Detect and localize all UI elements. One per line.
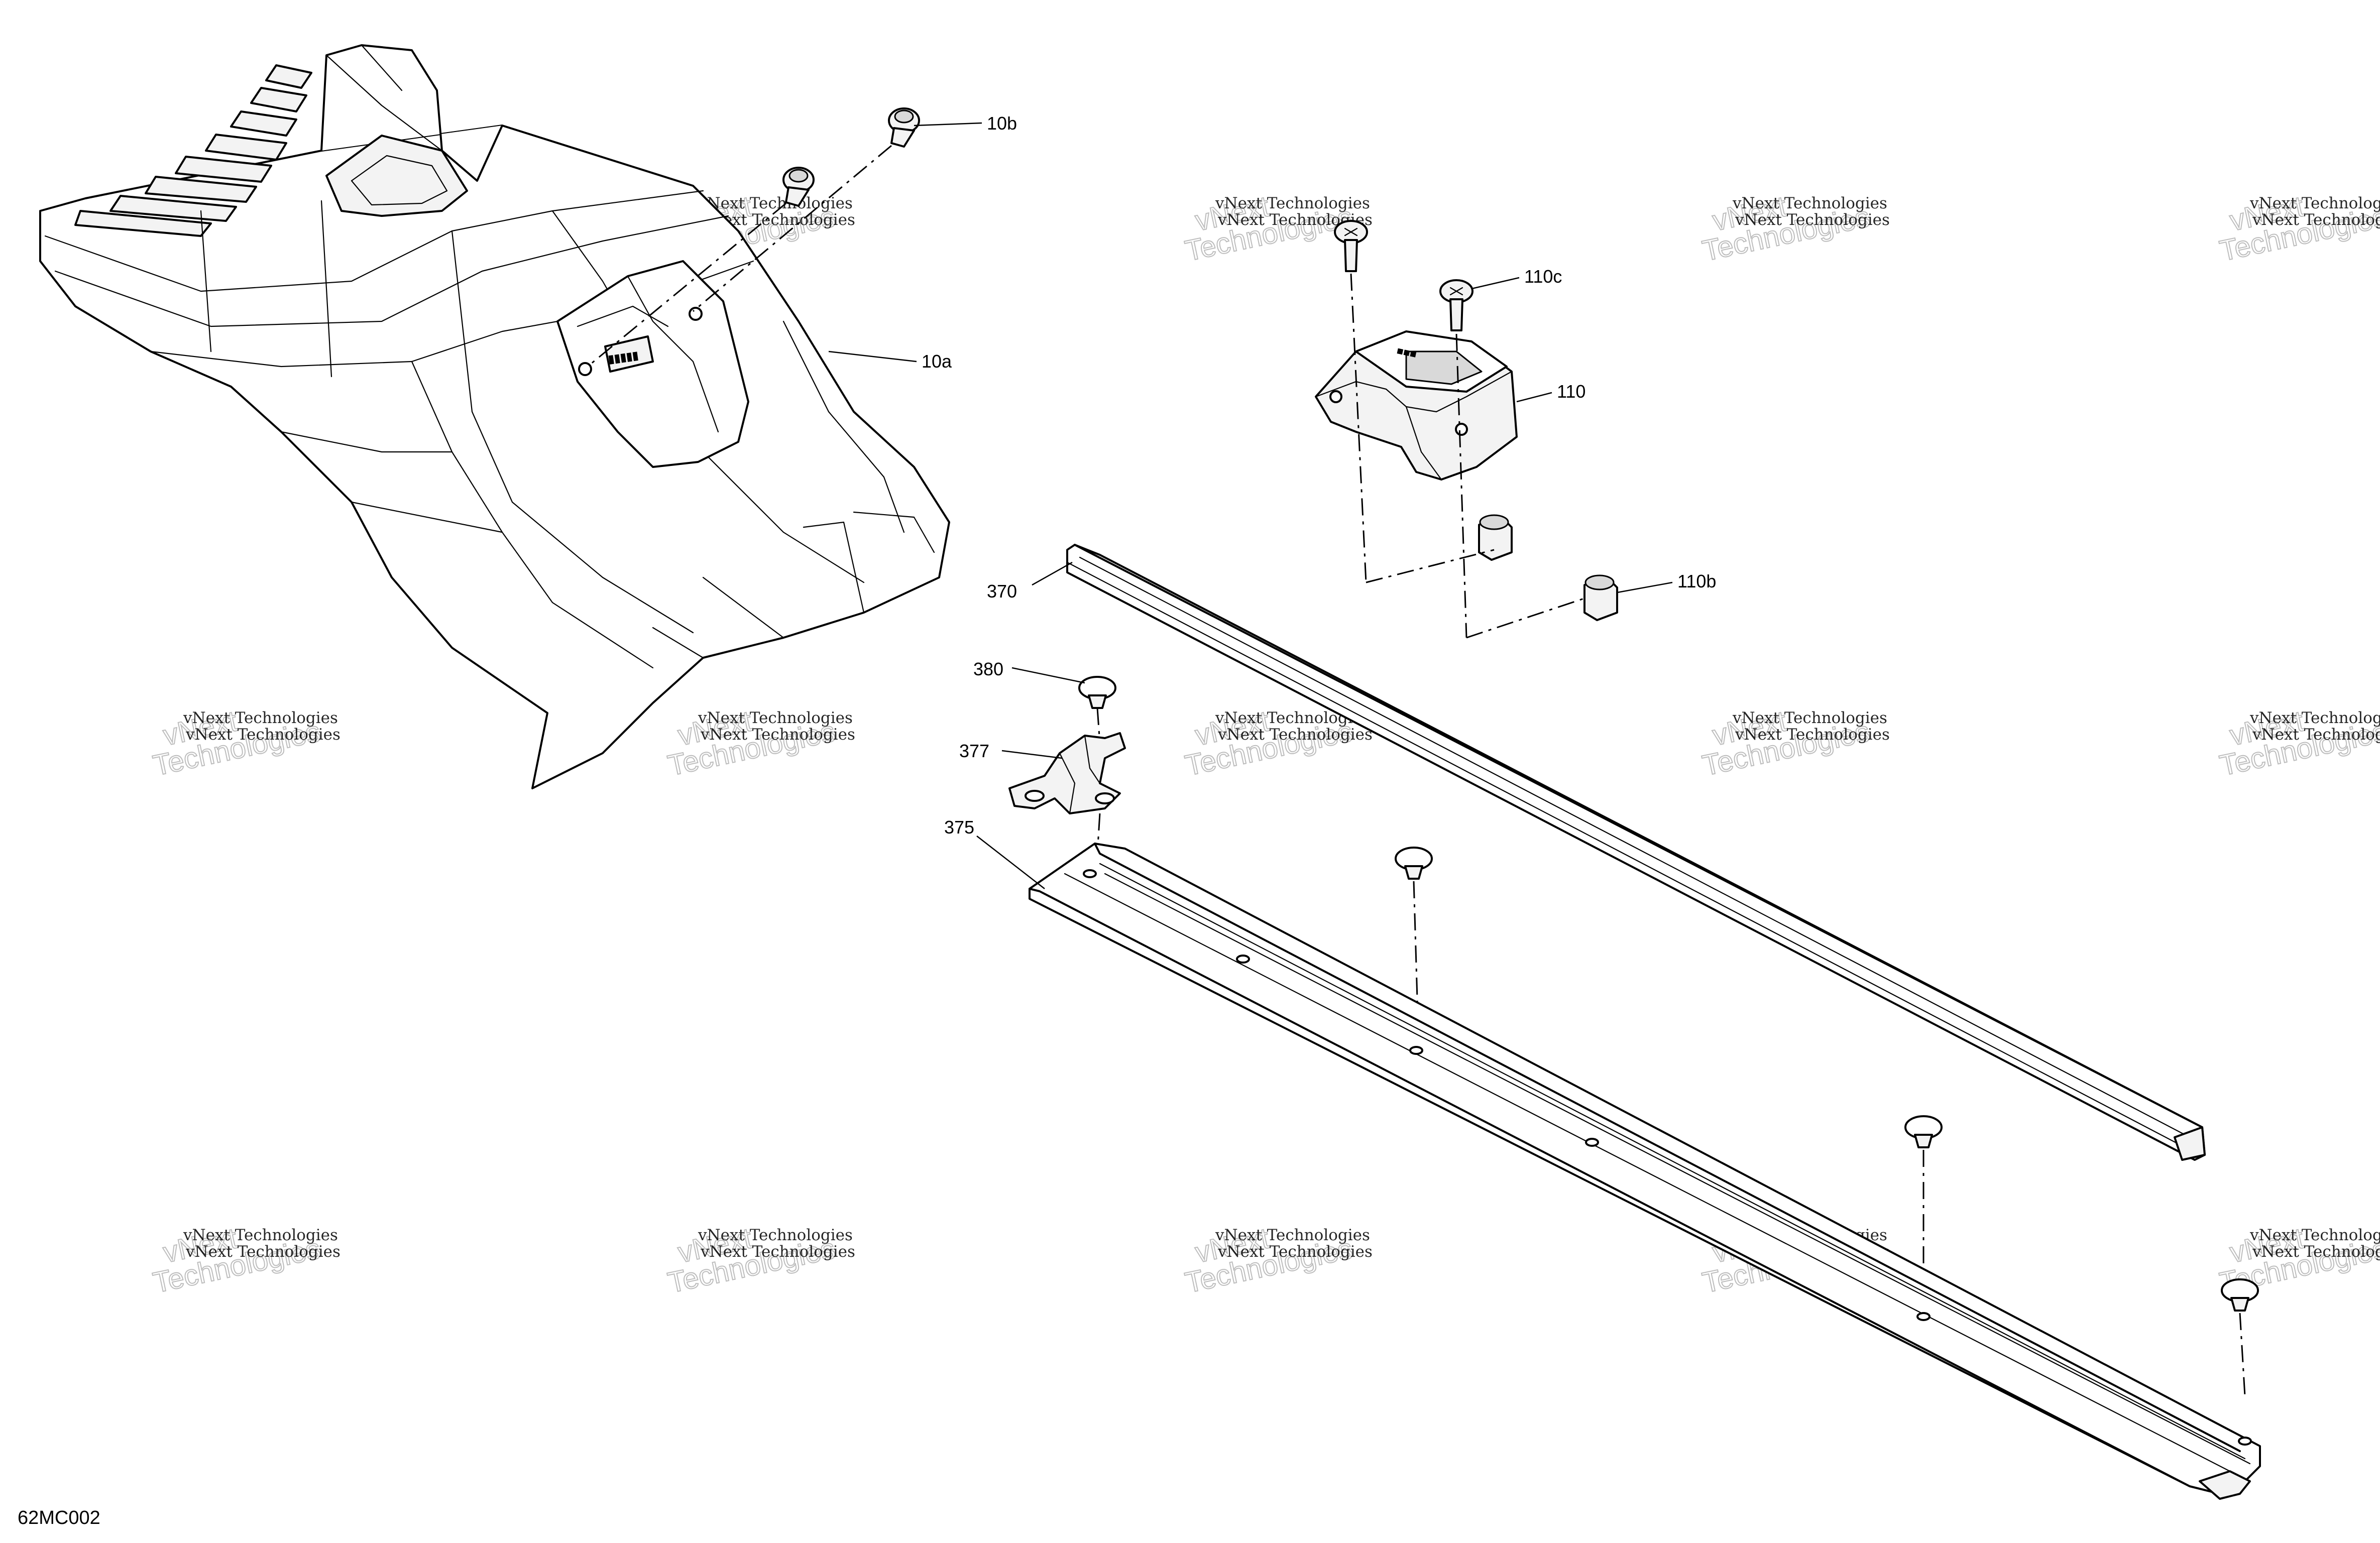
rail-hole xyxy=(1409,1046,1423,1055)
assembly-line xyxy=(587,202,786,368)
diagram-code: 62MC002 xyxy=(18,1507,100,1528)
rail-hole xyxy=(1585,1138,1599,1147)
mount-hole xyxy=(689,307,703,321)
callout-375: 375 xyxy=(944,817,974,838)
watermark-caption: vNext Technologies xyxy=(1735,726,1890,744)
rivet-icon xyxy=(1904,1115,1943,1148)
part-10b-screws xyxy=(587,107,920,368)
rivet-icon xyxy=(1395,847,1433,880)
watermark: vNext Technologies vNext Technologies vN… xyxy=(2216,189,2380,268)
watermark-caption: vNext Technologies xyxy=(2252,211,2380,229)
callout-10b: 10b xyxy=(987,113,1017,134)
part-380-rivets xyxy=(1078,676,2259,1396)
watermark: vNext Technologies vNext Technologies vN… xyxy=(1182,1221,1373,1299)
watermark-caption: vNext Technologies xyxy=(700,1243,855,1261)
watermark: vNext Technologies vNext Technologies vN… xyxy=(664,704,855,782)
watermark: vNext Technologies vNext Technologies vN… xyxy=(150,704,341,782)
watermark: vNext Technologies vNext Technologies vN… xyxy=(664,1221,855,1299)
part-375-rail xyxy=(1029,843,2261,1500)
callout-110: 110 xyxy=(1557,381,1585,402)
rivet-icon xyxy=(1078,676,1116,709)
watermark: vNext Technologies vNext Technologies vN… xyxy=(1699,704,1890,782)
watermark-caption: vNext Technologies xyxy=(2249,194,2380,212)
watermark-caption: vNext Technologies xyxy=(2249,1226,2380,1244)
watermark-caption: vNext Technologies xyxy=(2249,709,2380,727)
rail-hole xyxy=(1916,1312,1931,1321)
rail-hole xyxy=(2238,1437,2252,1446)
vent-ribs xyxy=(74,64,312,237)
watermark: vNext Technologies vNext Technologies vN… xyxy=(150,1221,341,1299)
watermark-caption: vNext Technologies xyxy=(183,709,338,727)
mount-hole xyxy=(1455,423,1468,436)
watermark-caption: vNext Technologies xyxy=(1732,709,1887,727)
callout-377: 377 xyxy=(959,741,989,761)
callout-370: 370 xyxy=(987,581,1017,602)
watermark-caption: vNext Technologies xyxy=(1217,726,1373,744)
part-110-grab-handle: ■■■ xyxy=(1315,220,1618,639)
watermark-caption: vNext Technologies xyxy=(2252,1243,2380,1261)
callout-110b: 110b xyxy=(1677,571,1716,591)
watermark-caption: vNext Technologies xyxy=(183,1226,338,1244)
part-10a-windshield-panel: ▮▮▮▮▮ xyxy=(39,44,950,789)
watermark-caption: vNext Technologies xyxy=(698,709,853,727)
watermark: vNext Technologies vNext Technologies vN… xyxy=(2216,704,2380,782)
watermark-caption: vNext Technologies xyxy=(1217,1243,1373,1261)
assembly-line xyxy=(693,145,892,312)
watermark-caption: vNext Technologies xyxy=(2252,726,2380,744)
part-377-clamp xyxy=(1008,732,1126,854)
watermark-caption: vNext Technologies xyxy=(1735,211,1890,229)
watermark-caption: vNext Technologies xyxy=(698,194,853,212)
watermark-caption: vNext Technologies xyxy=(185,1243,341,1261)
watermark-caption: vNext Technologies xyxy=(1732,194,1887,212)
rail-hole xyxy=(1236,955,1250,964)
watermark-caption: vNext Technologies xyxy=(698,1226,853,1244)
callouts: 10b 10a 110c 110 110b 370 380 377 375 xyxy=(828,113,1716,889)
callout-110c: 110c xyxy=(1524,266,1562,287)
watermark: vNext Technologies vNext Technologies vN… xyxy=(1699,189,1890,268)
rivet-icon xyxy=(2221,1278,2259,1312)
mount-hole xyxy=(578,362,592,376)
watermark-caption: vNext Technologies xyxy=(700,726,855,744)
mount-hole xyxy=(1329,390,1342,403)
part-370-seal-strip xyxy=(1066,544,2206,1161)
callout-10a: 10a xyxy=(922,351,952,372)
watermark-caption: vNext Technologies xyxy=(1215,1226,1370,1244)
rail-hole xyxy=(1083,869,1097,878)
watermark-caption: vNext Technologies xyxy=(1215,194,1370,212)
callout-380: 380 xyxy=(973,659,1003,679)
watermark-caption: vNext Technologies xyxy=(185,726,341,744)
